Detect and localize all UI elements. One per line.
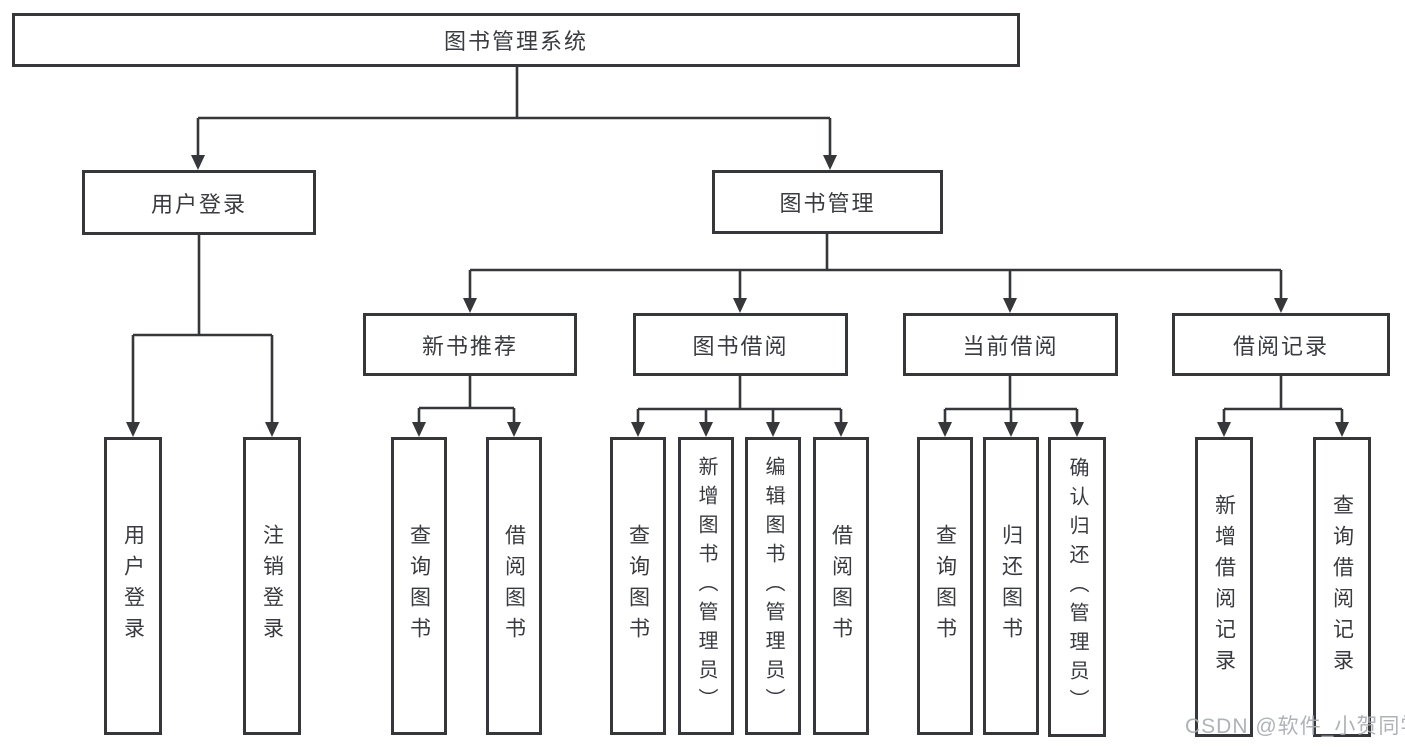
node-label: 用户登录: [150, 191, 247, 217]
leaf-query-borrow-record: 查询借阅记录: [1313, 437, 1371, 737]
node-label: 借阅记录: [1232, 333, 1329, 359]
leaf-query-books-current: 查询图书: [917, 437, 973, 735]
leaf-add-books-admin: 新增图书（管理员）: [678, 437, 734, 735]
node-label: 图书借阅: [692, 333, 789, 359]
leaf-label: 查询图书: [407, 524, 431, 648]
leaf-logout: 注销登录: [243, 437, 301, 735]
leaf-borrow-books-recommend: 借阅图书: [486, 437, 542, 735]
leaf-confirm-return-admin: 确认归还（管理员）: [1048, 437, 1106, 737]
leaf-query-books-recommend: 查询图书: [391, 437, 447, 735]
node-user-login-branch: 用户登录: [82, 170, 316, 235]
node-new-book-recommend: 新书推荐: [363, 313, 577, 376]
leaf-label: 编辑图书（管理员）: [762, 455, 784, 717]
leaf-user-login: 用户登录: [104, 437, 162, 735]
node-root-label: 图书管理系统: [443, 29, 588, 54]
leaf-query-books-borrow: 查询图书: [610, 437, 666, 735]
node-label: 当前借阅: [962, 333, 1059, 359]
leaf-label: 用户登录: [121, 524, 145, 648]
leaf-return-books: 归还图书: [983, 437, 1039, 735]
node-label: 新书推荐: [421, 333, 518, 359]
node-borrow-record: 借阅记录: [1172, 313, 1390, 376]
csdn-watermark: CSDN @软件_小贺同学: [1185, 715, 1405, 738]
leaf-label: 确认归还（管理员）: [1066, 456, 1088, 718]
leaf-add-borrow-record: 新增借阅记录: [1195, 437, 1253, 737]
leaf-label: 注销登录: [260, 524, 284, 648]
leaf-label: 查询图书: [626, 524, 650, 648]
leaf-label: 借阅图书: [502, 524, 526, 648]
leaf-label: 查询图书: [933, 524, 957, 648]
leaf-label: 查询借阅记录: [1330, 494, 1354, 680]
leaf-label: 借阅图书: [829, 524, 853, 648]
leaf-edit-books-admin: 编辑图书（管理员）: [745, 437, 801, 735]
node-root-system: 图书管理系统: [12, 13, 1020, 67]
node-book-borrow: 图书借阅: [633, 313, 848, 376]
node-current-borrow: 当前借阅: [903, 313, 1118, 376]
node-label: 图书管理: [779, 191, 876, 216]
leaf-label: 新增图书（管理员）: [695, 455, 717, 717]
leaf-label: 新增借阅记录: [1212, 494, 1236, 680]
leaf-label: 归还图书: [999, 524, 1023, 648]
node-book-management-branch: 图书管理: [712, 170, 943, 234]
leaf-borrow-books: 借阅图书: [813, 437, 869, 735]
